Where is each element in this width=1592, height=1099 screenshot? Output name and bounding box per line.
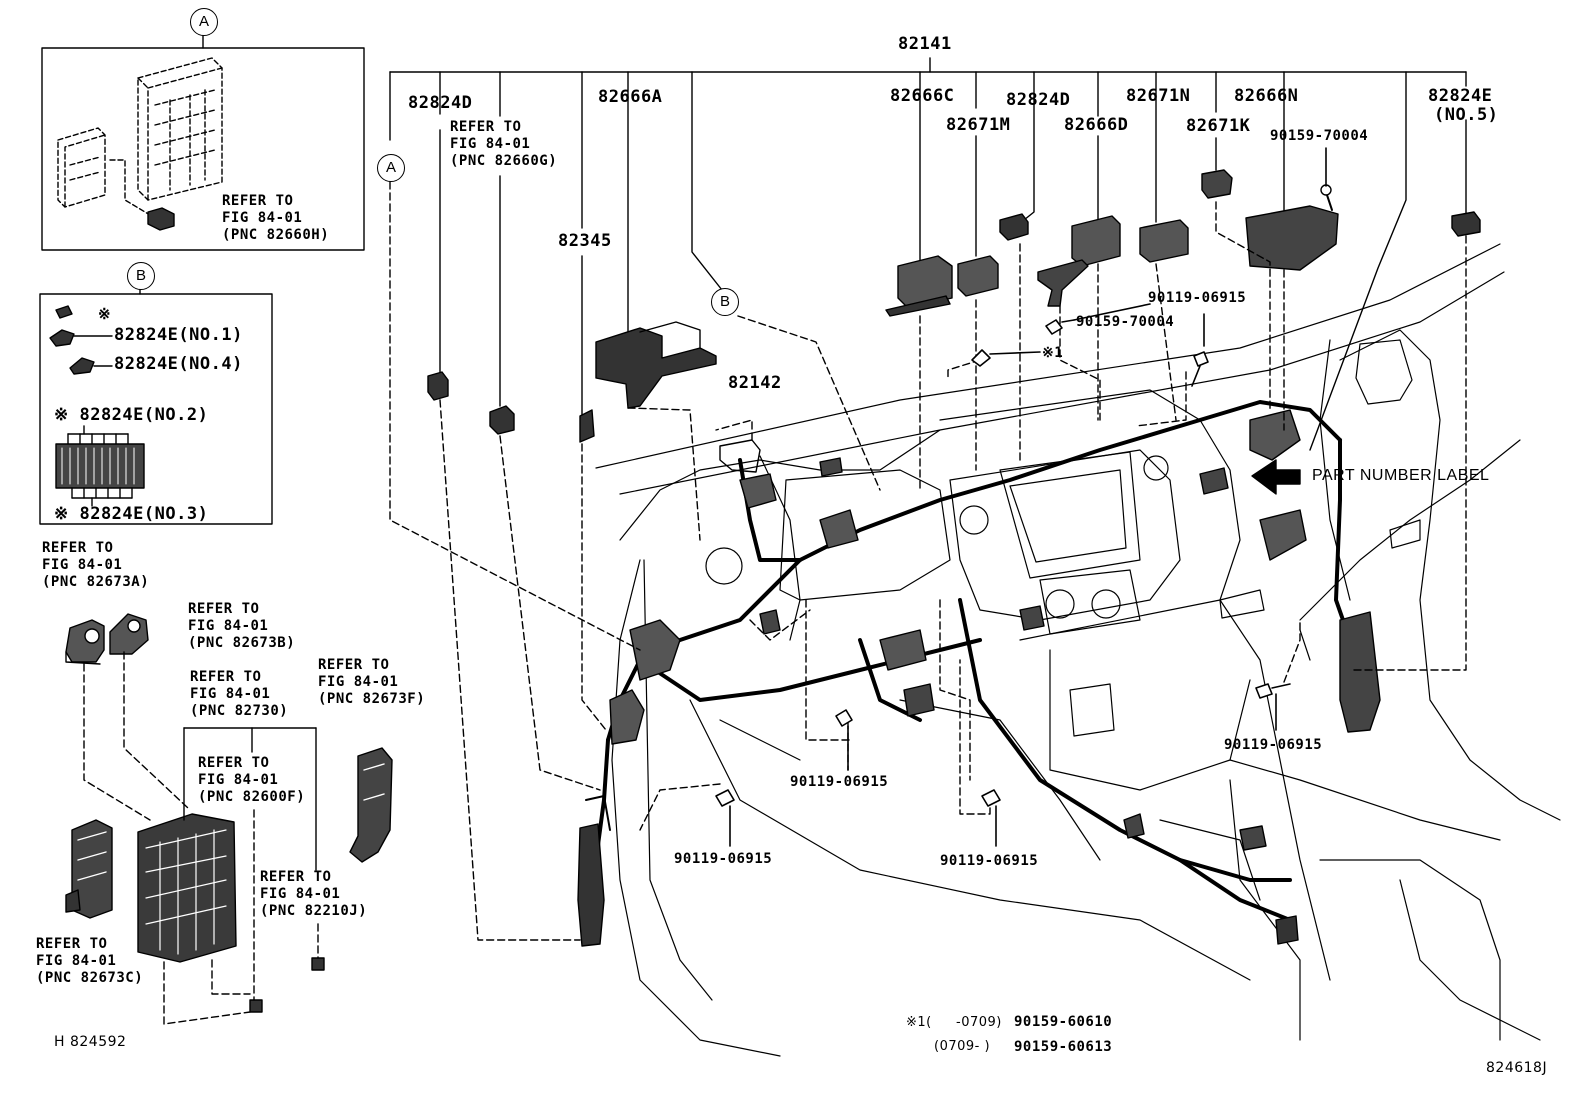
inset-a-frame (41, 33, 365, 251)
part-82824e-number: (NO.5) (1434, 105, 1499, 125)
label-arrow-icon (1251, 459, 1301, 495)
ref-82730: REFER TO FIG 84-01 (PNC 82730) (190, 669, 289, 719)
left-leader-lines (83, 651, 319, 1025)
part-82141: 82141 (898, 34, 952, 54)
ref-82673c: REFER TO FIG 84-01 (PNC 82673C) (36, 936, 144, 986)
ref-82673b: REFER TO FIG 84-01 (PNC 82673B) (188, 601, 296, 651)
bracket-82673a (65, 619, 105, 665)
harness-connectors (577, 409, 1381, 947)
ref-82600f: REFER TO FIG 84-01 (PNC 82600F) (198, 755, 306, 805)
footnote-row1-part: 90159-60610 (1014, 1014, 1113, 1030)
top-connectors (427, 169, 1481, 473)
inset-a-reference: REFER TO FIG 84-01 (PNC 82660H) (222, 193, 330, 243)
inset-b-connectors (49, 305, 113, 375)
part-82345: 82345 (558, 231, 612, 251)
bolt-90119-06915-center: 90119-06915 (790, 774, 889, 790)
bracket-82673b (109, 613, 149, 655)
part-82824e: 82824E (1428, 86, 1493, 106)
junction-block-82730 (137, 813, 237, 963)
figure-id-right: 824618J (1486, 1060, 1548, 1076)
part-82666d: 82666D (1064, 115, 1129, 135)
inset-b-label-no2: ※ 82824E(NO.2) (54, 405, 209, 425)
part-82824d-left: 82824D (408, 93, 473, 113)
small-connectors (249, 957, 325, 1013)
bolt-90119-06915-bottom-mid: 90119-06915 (940, 853, 1039, 869)
top-bracket-82141 (389, 57, 1467, 451)
diagram-marker-a: A (377, 154, 405, 182)
dashboard-outline (595, 243, 1561, 1057)
inset-a-fuse-block (57, 57, 223, 216)
inset-b-label-no3: ※ 82824E(NO.3) (54, 504, 209, 524)
bolt-90119-06915-right: 90119-06915 (1224, 737, 1323, 753)
ref-82660g: REFER TO FIG 84-01 (PNC 82660G) (450, 119, 558, 169)
footnote-row2-range: (0709- ) (934, 1039, 991, 1054)
inset-b-symbol: ※ (98, 305, 112, 323)
inset-a-relay (147, 207, 175, 231)
part-82666c: 82666C (890, 86, 955, 106)
inset-b-label-no4: 82824E(NO.4) (114, 354, 243, 374)
bolt-90119-06915-bottom-left: 90119-06915 (674, 851, 773, 867)
part-82671k: 82671K (1186, 116, 1251, 136)
part-number-label-callout: PART NUMBER LABEL (1312, 467, 1490, 484)
part-82666a: 82666A (598, 87, 663, 107)
footnote-row1-prefix: ※1( (906, 1015, 932, 1030)
bracket-82673f (349, 747, 393, 863)
footnote-row2-part: 90159-60613 (1014, 1039, 1113, 1055)
bolt-90159-70004-top: 90159-70004 (1270, 128, 1369, 144)
footnote-row1-range: -0709) (956, 1015, 1002, 1030)
part-82142: 82142 (728, 373, 782, 393)
bolts (715, 147, 1327, 847)
inset-a-marker: A (190, 8, 218, 36)
part-82824d-right: 82824D (1006, 90, 1071, 110)
inset-b-label-no1: 82824E(NO.1) (114, 325, 243, 345)
part-82671m: 82671M (946, 115, 1011, 135)
inset-b-connector-array (55, 425, 145, 507)
bolt-90119-06915-top: 90119-06915 (1148, 290, 1247, 306)
bolt-90159-70004-mid: 90159-70004 (1076, 314, 1175, 330)
ref-82673f: REFER TO FIG 84-01 (PNC 82673F) (318, 657, 426, 707)
relay-block-82673c (65, 819, 113, 919)
bolt-note-1: ※1 (1042, 345, 1064, 361)
ref-82673a: REFER TO FIG 84-01 (PNC 82673A) (42, 540, 150, 590)
figure-id-left: H 824592 (54, 1034, 127, 1050)
diagram-marker-b: B (711, 288, 739, 316)
inset-b-marker: B (127, 262, 155, 290)
ref-82210j: REFER TO FIG 84-01 (PNC 82210J) (260, 869, 368, 919)
part-82666n: 82666N (1234, 86, 1299, 106)
part-82671n: 82671N (1126, 86, 1191, 106)
